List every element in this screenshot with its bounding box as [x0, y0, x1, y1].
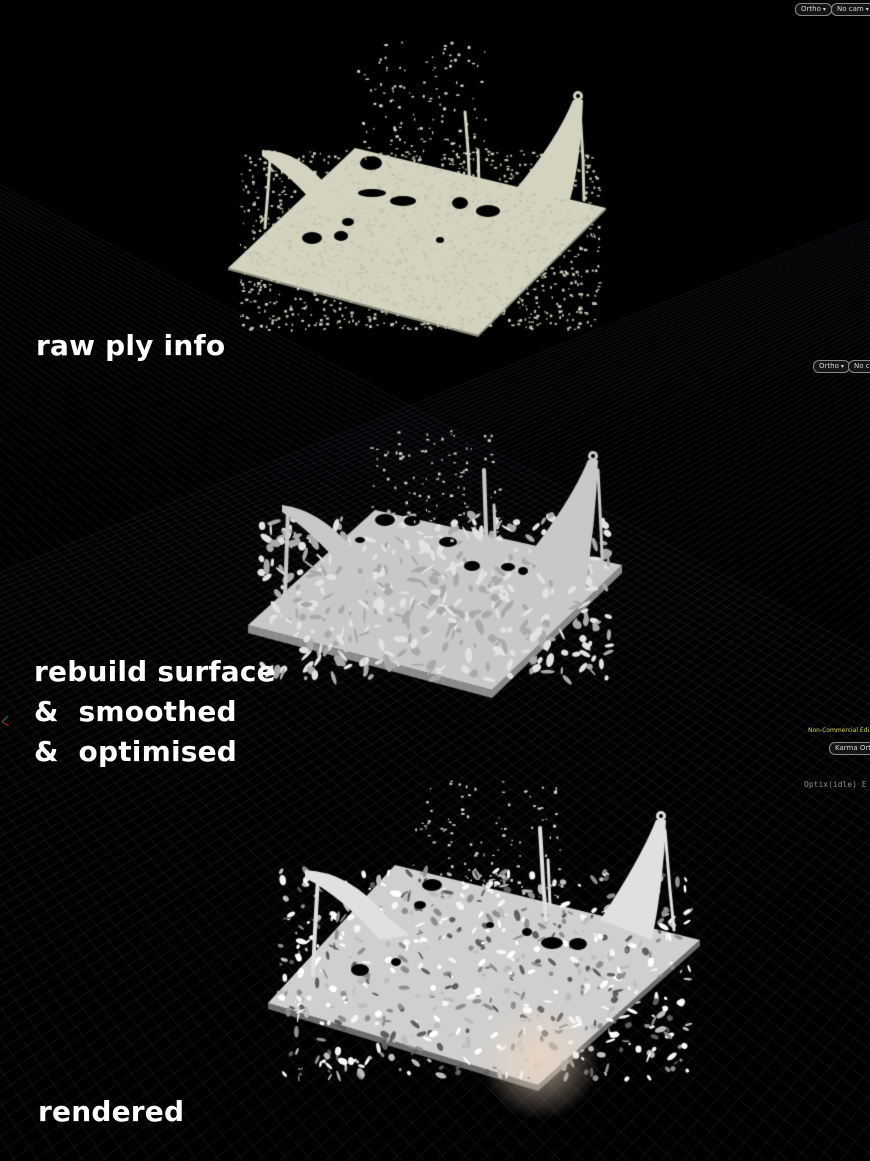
chevron-down-icon: ▾ — [822, 6, 826, 13]
caption-rebuild-surface: rebuild surface — [34, 655, 276, 688]
projection-dropdown-2[interactable]: Ortho▾ — [813, 360, 850, 373]
projection-label-2: Ortho — [819, 362, 839, 370]
caption-raw-ply-info: raw ply info — [36, 329, 226, 362]
caption-rendered: rendered — [38, 1095, 185, 1128]
camera-label-2: No ca — [854, 362, 870, 370]
chevron-down-icon: ▾ — [865, 6, 869, 13]
caption-optimised: & optimised — [34, 735, 238, 768]
render-status-text: Optix(idle) E — [804, 780, 867, 789]
caption-smoothed: & smoothed — [34, 695, 237, 728]
camera-dropdown[interactable]: No cam▾ — [831, 3, 870, 16]
camera-label: No cam — [837, 5, 864, 13]
renderer-label: Karma Ort — [835, 744, 870, 752]
projection-label: Ortho — [801, 5, 821, 13]
renderer-dropdown[interactable]: Karma Ort — [829, 742, 870, 755]
license-label: Non-Commercial Edi — [808, 727, 870, 734]
chevron-down-icon: ▾ — [840, 363, 844, 370]
projection-dropdown[interactable]: Ortho▾ — [795, 3, 832, 16]
camera-dropdown-2[interactable]: No ca — [848, 360, 870, 373]
